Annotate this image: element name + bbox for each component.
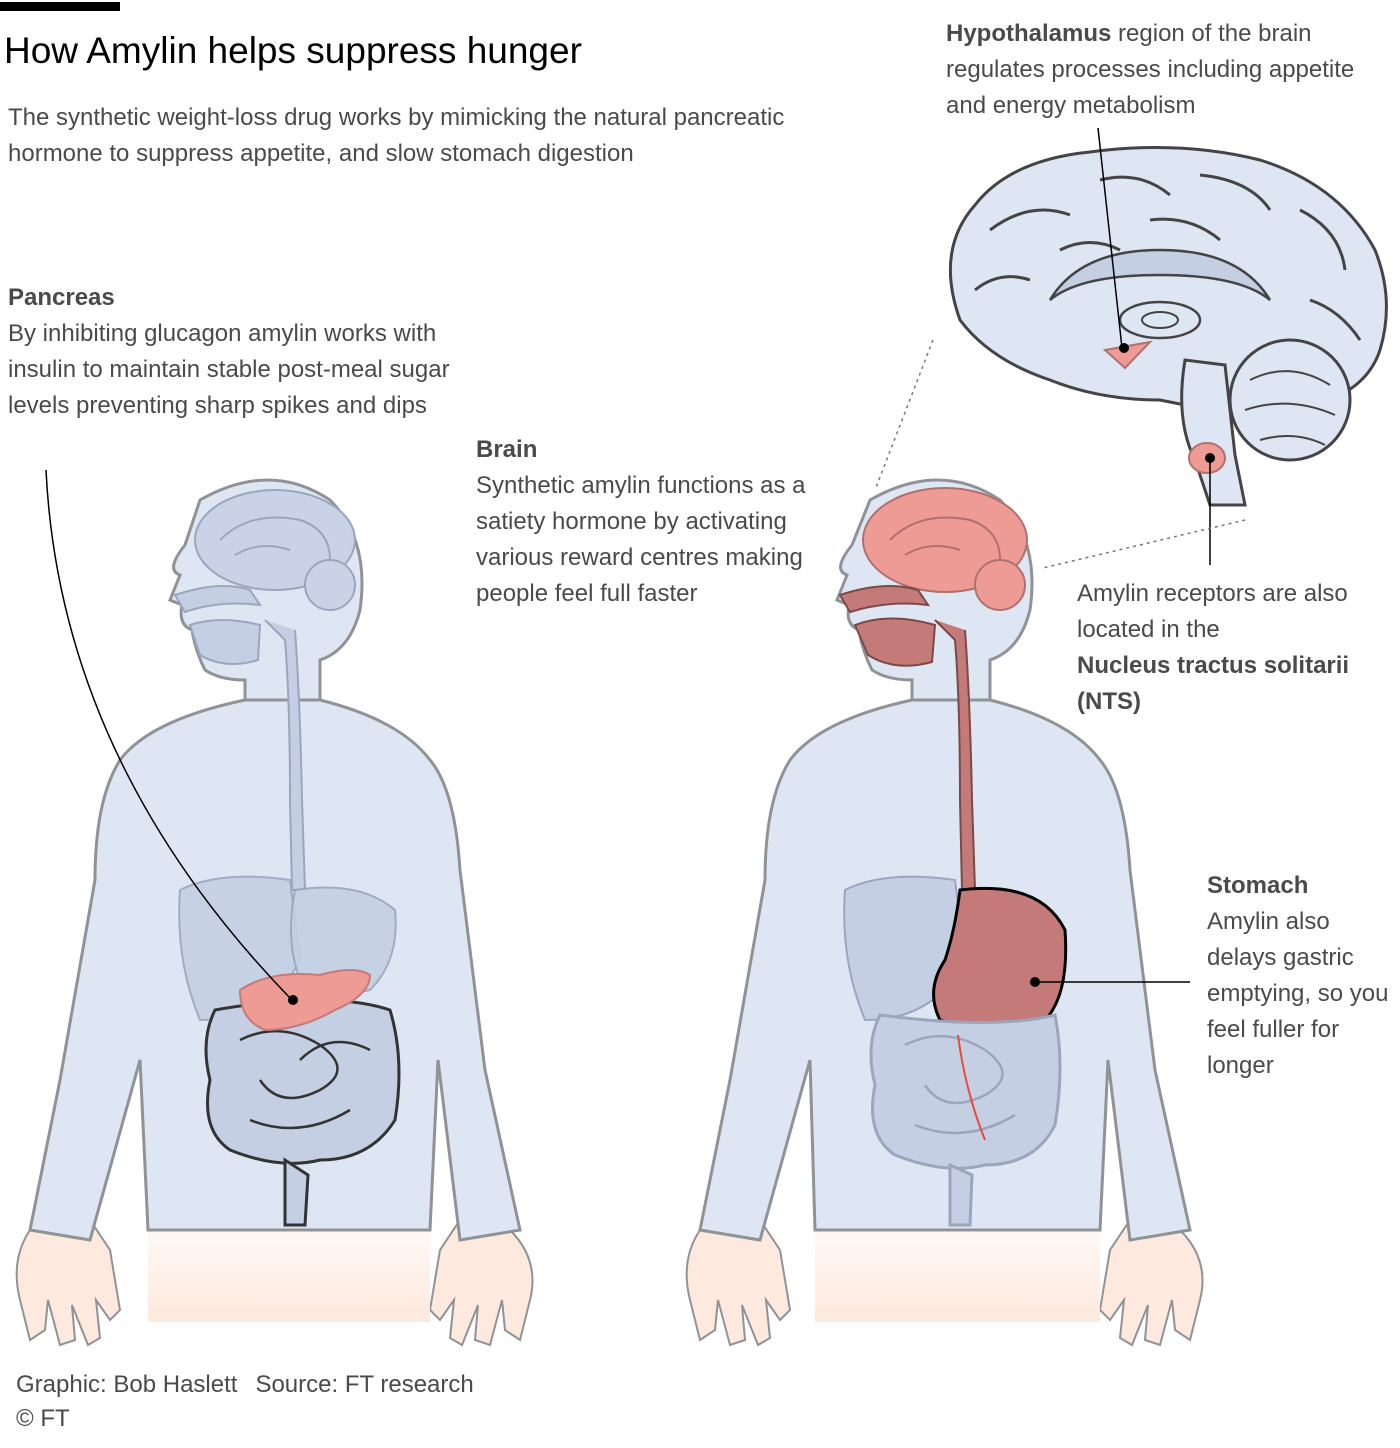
title-accent-bar (0, 2, 120, 11)
graphic-credit: Graphic: Bob Haslett (16, 1371, 238, 1398)
stomach-heading: Stomach (1207, 872, 1309, 899)
source-credit: Source: FT research (255, 1371, 474, 1398)
left-stomach (290, 886, 397, 995)
hypothalamus-text: region of the brain regulates processes … (946, 20, 1355, 119)
right-cerebellum (974, 559, 1026, 611)
right-intestines (869, 1013, 1062, 1170)
pancreas-leader-line (45, 469, 291, 999)
right-waist (815, 1232, 1100, 1322)
hypothalamus-heading: Hypothalamus (946, 20, 1112, 47)
left-hand-1 (15, 1218, 122, 1347)
right-hand-2 (1098, 1218, 1204, 1347)
left-body-figure (15, 478, 534, 1347)
left-waist (148, 1232, 430, 1322)
stomach-marker (1030, 977, 1040, 987)
page-subtitle: The synthetic weight-loss drug works by … (8, 104, 785, 167)
nts-callout: Amylin receptors are also located in the… (1077, 576, 1377, 720)
nts-marker (1205, 453, 1215, 463)
pancreas-text: By inhibiting glucagon amylin works with… (8, 320, 450, 419)
pancreas-callout: Pancreas By inhibiting glucagon amylin w… (8, 280, 468, 424)
stomach-text: Amylin also delays gastric emptying, so … (1207, 908, 1389, 1079)
brain-text: Synthetic amylin functions as a satiety … (476, 472, 806, 607)
left-hand-2 (685, 1218, 792, 1347)
copyright: © FT (16, 1405, 70, 1432)
pancreas-highlight (238, 969, 372, 1032)
brain-callout: Brain Synthetic amylin functions as a sa… (476, 432, 816, 612)
page-title: How Amylin helps suppress hunger (4, 30, 582, 71)
left-cerebellum (304, 559, 356, 611)
nts-text: Amylin receptors are also located in the (1077, 580, 1348, 643)
nts-bold-text: Nucleus tractus solitarii (NTS) (1077, 652, 1350, 715)
pancreas-heading: Pancreas (8, 284, 115, 311)
right-body-figure (685, 478, 1204, 1347)
large-cerebellum (1228, 338, 1352, 462)
stomach-callout: Stomach Amylin also delays gastric empty… (1207, 868, 1397, 1084)
zoom-line-bottom (1042, 519, 1246, 569)
hypothalamus-callout: Hypothalamus region of the brain regulat… (946, 16, 1386, 124)
hypothalamus-leader-line (1097, 127, 1123, 349)
large-brain-illustration (948, 146, 1388, 507)
brain-heading: Brain (476, 436, 538, 463)
brainstem (1180, 358, 1247, 507)
zoom-line-top (874, 339, 934, 491)
right-hand-1 (428, 1218, 534, 1347)
hypothalamus-marker (1119, 343, 1129, 353)
